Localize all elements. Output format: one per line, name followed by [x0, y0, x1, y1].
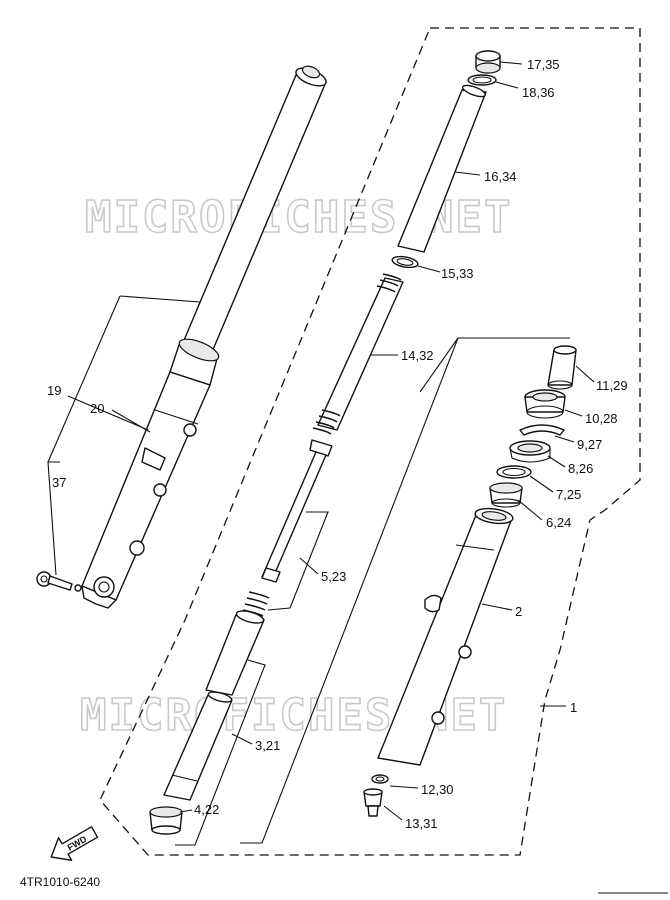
callout-20: 20: [90, 401, 104, 416]
bracket-19-20-37: [47, 295, 201, 576]
part-2-outer-tube: [377, 507, 514, 766]
part-12-gasket: [371, 774, 389, 784]
callout-8-26: 8,26: [568, 461, 593, 476]
part-11-bushing: [547, 345, 577, 390]
assembled-fork-leg: [81, 65, 327, 609]
damper-cylinder: [163, 691, 233, 801]
callout-1: 1: [570, 700, 577, 715]
part-3-rebound-tube: [205, 610, 265, 696]
callout-15-33: 15,33: [441, 266, 474, 281]
fwd-arrow-icon: FWD: [50, 826, 99, 861]
callout-labels: 17,35 18,36 16,34 15,33 14,32 11,29 10,2…: [47, 57, 628, 831]
diagram-code: 4TR1010-6240: [20, 875, 100, 889]
part-37-bolt: [36, 571, 82, 592]
part-9-clip: [519, 424, 565, 436]
part-4-oil-lock-piece: [149, 806, 183, 835]
bracket-3-21: [175, 659, 266, 846]
callout-11-29: 11,29: [596, 378, 628, 393]
callout-5-23: 5,23: [321, 569, 346, 584]
part-13-bolt: [363, 788, 383, 817]
callout-14-32: 14,32: [401, 348, 434, 363]
part-6-bushing: [489, 482, 523, 508]
callout-10-28: 10,28: [585, 411, 618, 426]
callout-18-36: 18,36: [522, 85, 555, 100]
part-7-washer: [496, 465, 532, 479]
bracket-5-23: [267, 511, 329, 611]
part-16-spacer-tube: [397, 84, 487, 253]
bracket-right-group: [240, 337, 570, 844]
callout-16-34: 16,34: [484, 169, 517, 184]
assembly-boundary-dashed: [99, 27, 641, 856]
callout-9-27: 9,27: [577, 437, 602, 452]
part-8-oil-seal: [509, 440, 551, 463]
callout-4-22: 4,22: [194, 802, 219, 817]
callout-37: 37: [52, 475, 66, 490]
part-14-fork-spring: [312, 273, 404, 435]
watermark-top: MICROFICHES.NET: [85, 192, 512, 243]
callout-6-24: 6,24: [546, 515, 571, 530]
callout-7-25: 7,25: [556, 487, 581, 502]
part-10-dust-seal: [524, 389, 566, 419]
part-17-cap-bolt: [475, 50, 501, 74]
part-15-washer: [391, 255, 419, 269]
part-5-damper-rod: [242, 439, 333, 617]
callout-19: 19: [47, 383, 61, 398]
leader-lines: [179, 61, 595, 821]
callout-12-30: 12,30: [421, 782, 454, 797]
callout-3-21: 3,21: [255, 738, 280, 753]
callout-13-31: 13,31: [405, 816, 438, 831]
callout-17-35: 17,35: [527, 57, 560, 72]
callout-2: 2: [515, 604, 522, 619]
